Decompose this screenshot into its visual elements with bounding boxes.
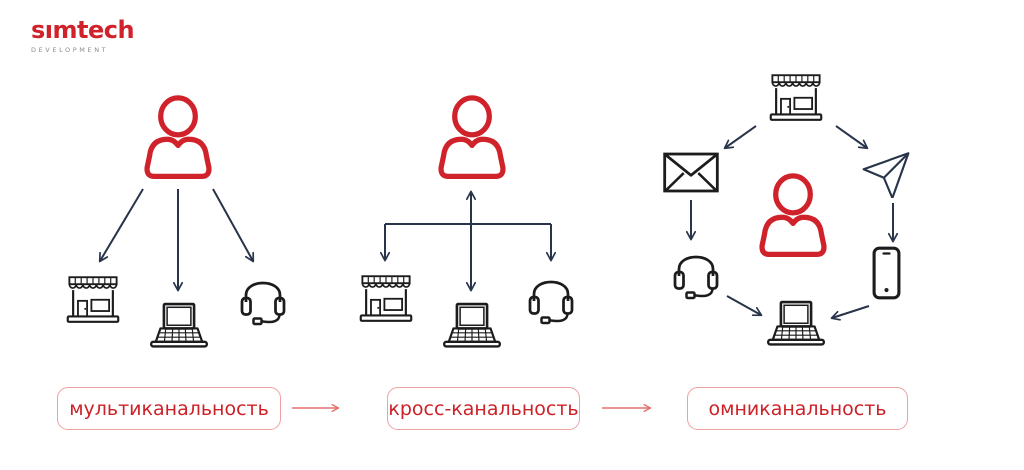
- stage-label-multichannel: мультиканальность: [57, 387, 281, 430]
- logo-brand-text: sımtech: [31, 16, 135, 44]
- arrow-customer-to-store: [98, 188, 144, 263]
- headset-icon: [240, 281, 286, 326]
- store-icon: [66, 276, 120, 323]
- stage-label-crosschannel: кросс-канальность: [387, 387, 580, 430]
- customer-icon: [441, 98, 503, 177]
- arrow-store-to-email: [723, 125, 757, 150]
- email-icon: [663, 152, 719, 193]
- customer-icon: [762, 176, 824, 255]
- smartphone-icon: [872, 246, 901, 300]
- crosschannel-diagram: [359, 98, 574, 348]
- arrow-store-to-plane: [835, 125, 869, 150]
- arrow-phone-to-laptop: [830, 305, 870, 321]
- multichannel-diagram: [66, 98, 286, 348]
- logo-subtitle-text: DEVELOPMENT: [31, 46, 109, 54]
- stage-label-text: мультиканальность: [69, 397, 269, 420]
- stage-label-omnichannel: омниканальность: [687, 387, 908, 430]
- arrow-customer-to-headset: [212, 188, 255, 263]
- paper-plane-icon: [862, 152, 910, 198]
- laptop-icon: [150, 302, 208, 348]
- headset-icon: [528, 280, 574, 325]
- laptop-icon: [443, 302, 501, 348]
- laptop-icon: [767, 300, 825, 346]
- omnichannel-diagram: [663, 74, 910, 346]
- headset-icon: [673, 255, 719, 300]
- stage-label-text: омниканальность: [708, 397, 887, 420]
- simtech-logo: sımtech DEVELOPMENT: [31, 16, 135, 54]
- stage-label-text: кросс-канальность: [388, 397, 579, 420]
- store-icon: [359, 275, 413, 322]
- store-icon: [769, 74, 823, 121]
- arrow-headset-to-laptop: [726, 295, 763, 317]
- customer-icon: [147, 98, 209, 177]
